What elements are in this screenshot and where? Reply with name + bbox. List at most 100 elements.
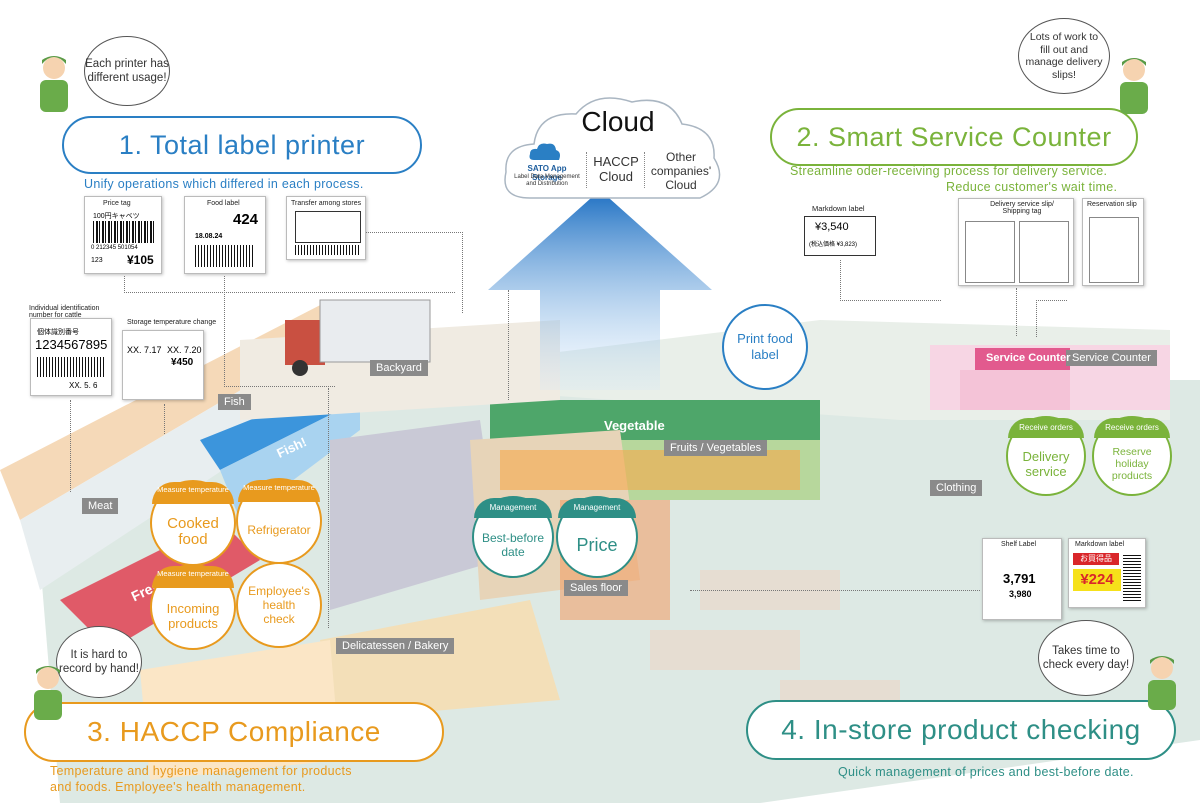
connector-line (1016, 288, 1019, 336)
price-tag-card: Price tag 100円キャベツ 0 212345 501054 123 ¥… (84, 196, 162, 274)
connector-line (1036, 300, 1067, 337)
individual-id-card: Individual identification number for cat… (29, 305, 112, 396)
delivery-title: Delivery service slip/ Shipping tag (990, 201, 1054, 215)
section-3-subtitle: Temperature and hygiene management for p… (50, 764, 352, 778)
food-label-price: 424 (233, 211, 259, 228)
food-label-date: 18.08.24 (195, 233, 223, 240)
service-counter-sign: Service Counter (986, 352, 1071, 364)
circle-label: Price (576, 534, 618, 555)
section-3-bubble: It is hard to record by hand! (56, 626, 142, 698)
section-2-title: 2. Smart Service Counter (796, 121, 1112, 152)
markdown-price: ¥3,540 (815, 221, 849, 233)
markdown2-price: ¥224 (1073, 569, 1121, 591)
area-fruits: Fruits / Vegetables (664, 440, 768, 456)
storage-title: Storage temperature change (127, 319, 217, 326)
markdown2-jp: お買得品 (1073, 553, 1119, 565)
reservation-slip (1089, 217, 1139, 283)
individual-jp: 個体識別番号 (37, 329, 79, 336)
area-sales-floor: Sales floor (564, 580, 628, 596)
circle-tag: Measure temperature (152, 566, 234, 588)
markdown-box: ¥3,540 (税込価格 ¥3,823) (804, 216, 876, 256)
storage-date1: XX. 7.17 (127, 345, 162, 355)
connector-line (164, 404, 167, 434)
staff-person-icon (1120, 58, 1148, 114)
vegetable-sign: Vegetable (604, 418, 665, 433)
transfer-box (295, 211, 361, 243)
staff-person-icon (1148, 656, 1176, 710)
barcode-icon (295, 245, 359, 255)
individual-date: XX. 5. 6 (69, 381, 98, 390)
section-3-subtitle-2: and foods. Employee's health management. (50, 780, 306, 794)
cloud-divider (586, 152, 589, 188)
circle-tag: Management (558, 498, 636, 518)
area-service-counter: Service Counter (1066, 350, 1157, 366)
barcode-icon (37, 357, 105, 377)
section-4-header: 4. In-store product checking (746, 700, 1176, 760)
delivery-slip-a (965, 221, 1015, 283)
area-meat: Meat (82, 498, 119, 514)
area-clothing: Clothing (930, 480, 983, 496)
circle-employee-health: Employee's health check (236, 562, 322, 648)
reservation-slip-card: Reservation slip (1082, 198, 1144, 286)
circle-tag: Receive orders (1094, 418, 1170, 438)
section-4-bubble: Takes time to check every day! (1038, 620, 1134, 696)
staff-person-icon (34, 666, 62, 720)
circle-tag: Receive orders (1008, 418, 1084, 438)
upload-arrow (488, 190, 712, 390)
price-tag-num: 123 (91, 257, 103, 264)
connector-line (840, 260, 941, 301)
print-food-label-text: Print food label (737, 331, 793, 362)
section-4-title: 4. In-store product checking (781, 714, 1141, 745)
reservation-title: Reservation slip (1087, 201, 1137, 208)
individual-title: Individual identification number for cat… (29, 305, 100, 319)
circle-label: Incoming products (166, 601, 220, 631)
circle-reserve-holiday: Receive orders Reserve holiday products (1092, 416, 1172, 496)
connector-line (690, 590, 980, 593)
print-food-label: Print food label (722, 304, 808, 390)
markdown-label-card: Markdown label ¥3,540 (税込価格 ¥3,823) (798, 202, 880, 260)
price-tag-price: ¥105 (127, 253, 154, 267)
shelf-price2: 3,980 (1009, 589, 1032, 599)
price-tag-line: 100円キャベツ (93, 213, 140, 220)
food-label-title: Food label (207, 200, 240, 207)
circle-label: Refrigerator (247, 523, 311, 537)
storage-price: ¥450 (171, 357, 194, 368)
section-2-subtitle-2: Reduce customer's wait time. (946, 180, 1118, 194)
section-3-title: 3. HACCP Compliance (87, 716, 381, 747)
circle-delivery-service: Receive orders Delivery service (1006, 416, 1086, 496)
cloud-shape (504, 97, 721, 199)
markdown2-card: Markdown label お買得品 ¥224 (1068, 538, 1146, 608)
section-3-header: 3. HACCP Compliance (24, 702, 444, 762)
connector-line (366, 232, 463, 313)
circle-price: Management Price (556, 496, 638, 578)
shelf-label-card: Shelf Label 3,791 3,980 (982, 538, 1062, 620)
section-1-header: 1. Total label printer (62, 116, 422, 174)
delivery-slip-card: Delivery service slip/ Shipping tag (958, 198, 1074, 286)
section-2-header: 2. Smart Service Counter (770, 108, 1138, 166)
circle-refrigerator: Measure temperature Refrigerator (236, 478, 322, 564)
storage-date2: XX. 7.20 (167, 345, 202, 355)
connector-line (124, 276, 455, 293)
circle-label: Reserve holiday products (1111, 446, 1153, 482)
shelf-title: Shelf Label (1001, 541, 1037, 548)
connector-line (224, 276, 335, 387)
markdown-title: Markdown label (812, 204, 865, 213)
barcode-icon (195, 245, 255, 267)
circle-tag: Management (474, 498, 552, 518)
cloud-title: Cloud (581, 106, 655, 137)
circle-label: Delivery service (1022, 449, 1070, 479)
circle-label: Cooked food (167, 515, 219, 548)
circle-incoming-products: Measure temperature Incoming products (150, 564, 236, 650)
section-1-title: 1. Total label printer (118, 129, 366, 160)
price-tag-title: Price tag (103, 200, 131, 207)
shelf-price1: 3,791 (1003, 571, 1036, 586)
markdown-tax: (税込価格 ¥3,823) (809, 242, 858, 248)
sato-cloud-icon (529, 143, 560, 160)
section-1-bubble: Each printer has different usage! (84, 36, 170, 106)
area-backyard: Backyard (370, 360, 428, 376)
cloud-divider (644, 152, 647, 188)
section-2-bubble: Lots of work to fill out and manage deli… (1018, 18, 1110, 94)
section-2-subtitle: Streamline oder-receiving process for de… (790, 164, 1108, 178)
circle-best-before: Management Best-before date (472, 496, 554, 578)
transfer-label-card: Transfer among stores (286, 196, 366, 260)
